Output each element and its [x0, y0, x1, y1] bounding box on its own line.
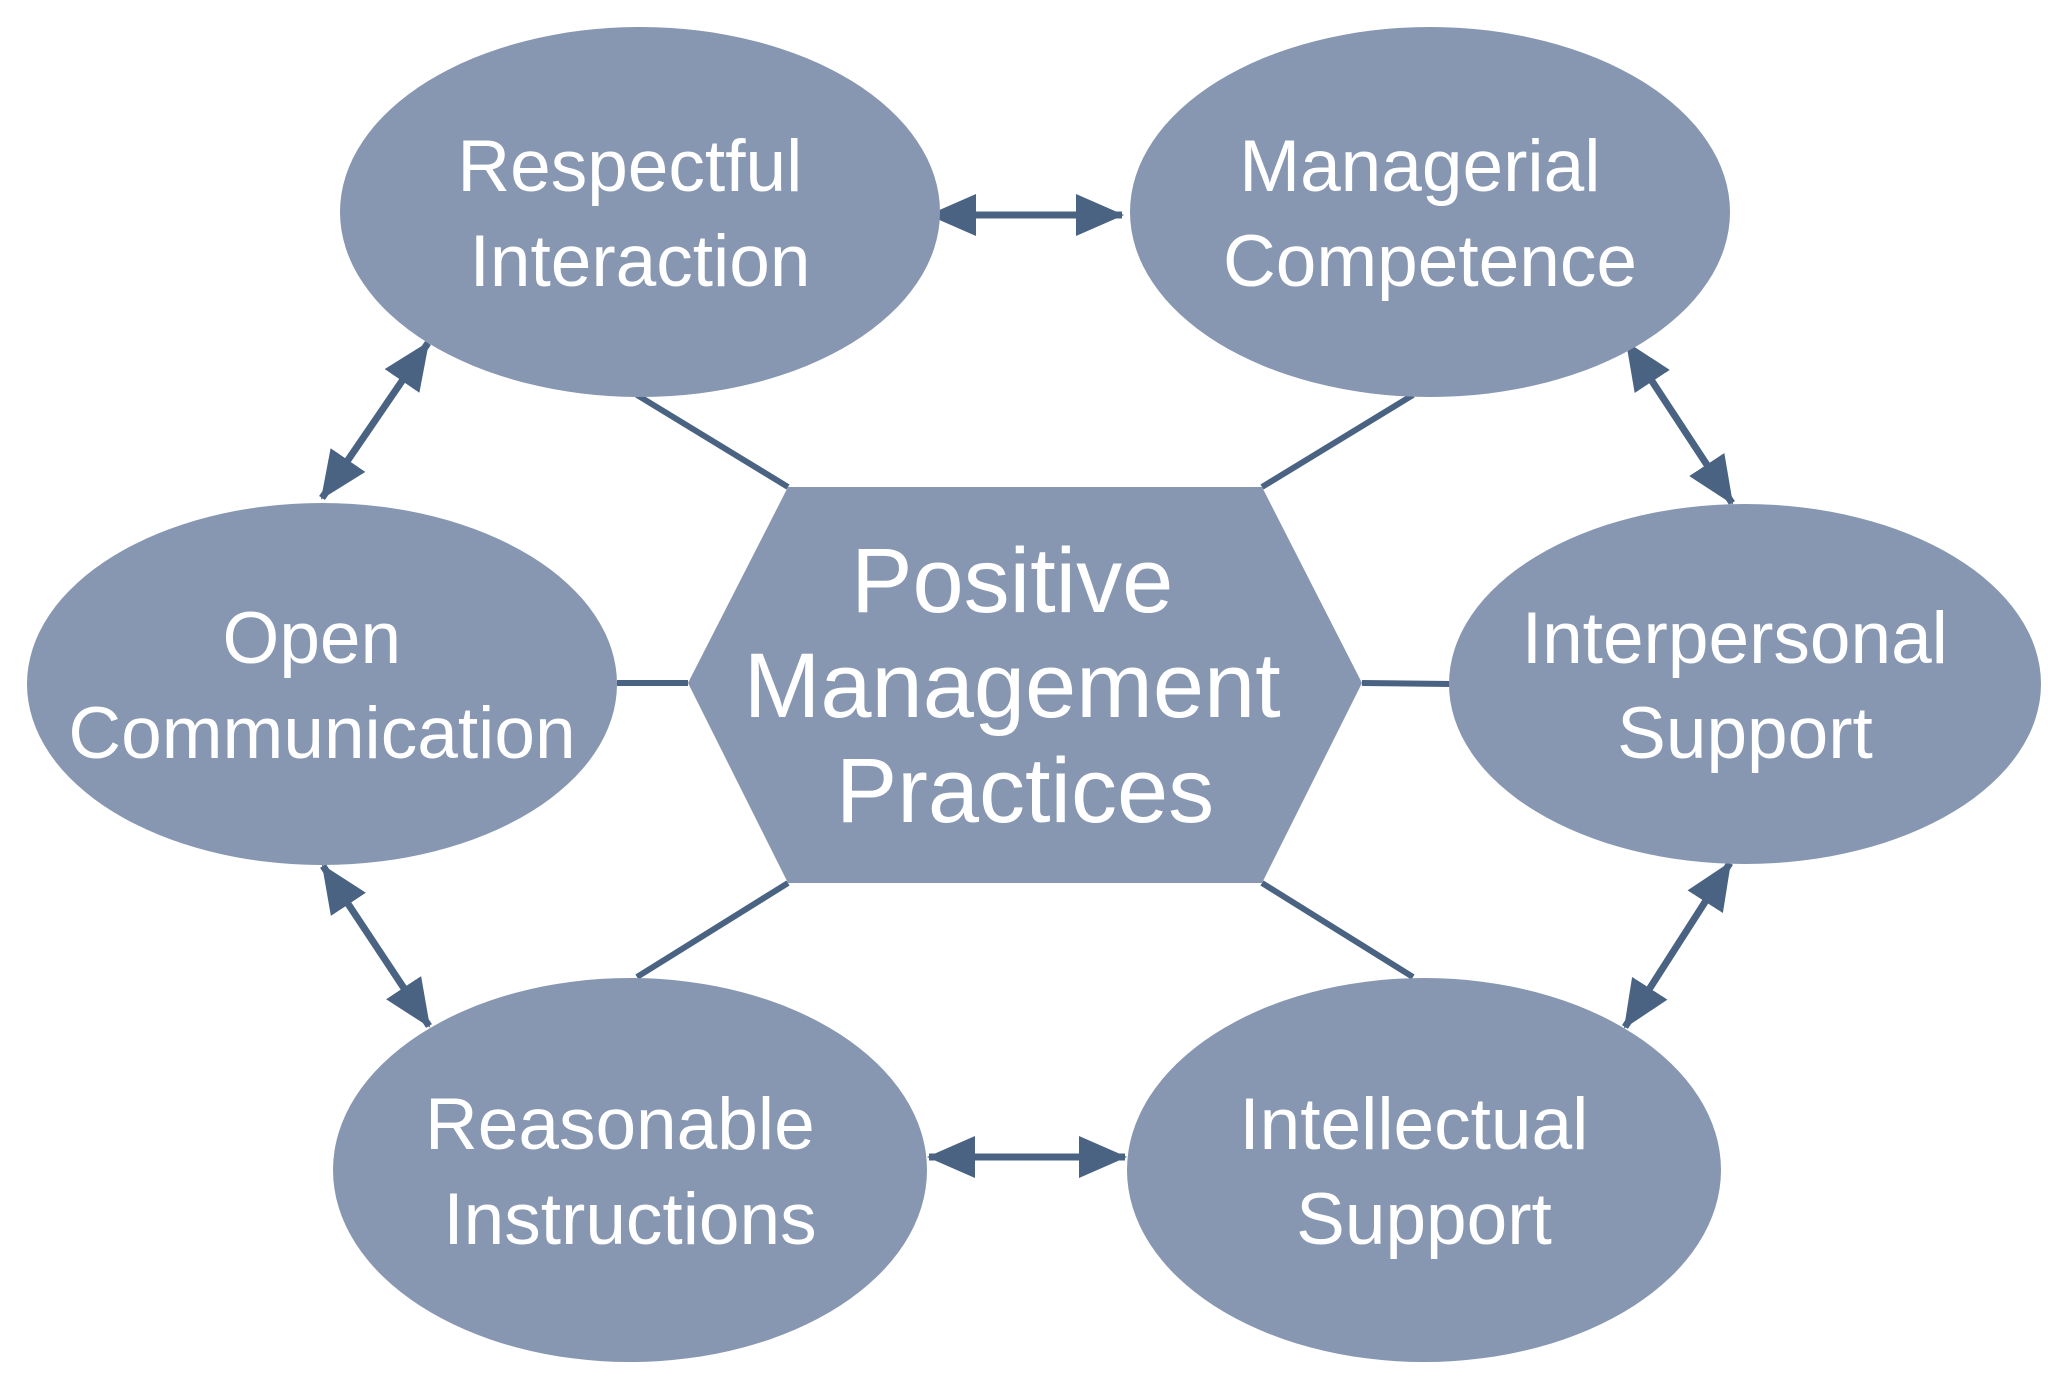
- label-interpersonal-support: Interpersonal Support: [1522, 598, 1968, 774]
- arrow-interpersonal-support-intellectual-support: [1622, 861, 1733, 1029]
- label-respectful-interaction: Respectful Interaction: [457, 126, 822, 302]
- label-managerial-competence: Managerial Competence: [1223, 126, 1637, 302]
- arrow-respectful-interaction-open-communication: [319, 341, 431, 500]
- label-open-communication: Open Communication: [68, 598, 575, 774]
- ellipse-interpersonal-support: [1449, 504, 2041, 864]
- arrow-managerial-competence-interpersonal-support: [1624, 341, 1735, 505]
- label-intellectual-support: Intellectual Support: [1239, 1084, 1608, 1260]
- label-positive-management-practices: Positive Management Practices: [744, 530, 1307, 842]
- link-center-managerial-competence: [1260, 392, 1415, 490]
- label-reasonable-instructions: Reasonable Instructions: [425, 1084, 835, 1260]
- link-center-respectful-interaction: [635, 392, 790, 490]
- ellipse-open-communication: [27, 503, 617, 865]
- link-center-intellectual-support: [1260, 880, 1415, 980]
- ellipse-reasonable-instructions: [333, 978, 927, 1362]
- link-center-interpersonal-support: [1361, 680, 1451, 687]
- arrow-open-communication-reasonable-instructions: [320, 864, 432, 1028]
- ellipse-intellectual-support: [1127, 978, 1721, 1362]
- ellipse-managerial-competence: [1130, 27, 1730, 397]
- hexagon-positive-management-practices: [688, 487, 1362, 883]
- ellipse-respectful-interaction: [340, 27, 940, 397]
- link-center-reasonable-instructions: [635, 880, 790, 980]
